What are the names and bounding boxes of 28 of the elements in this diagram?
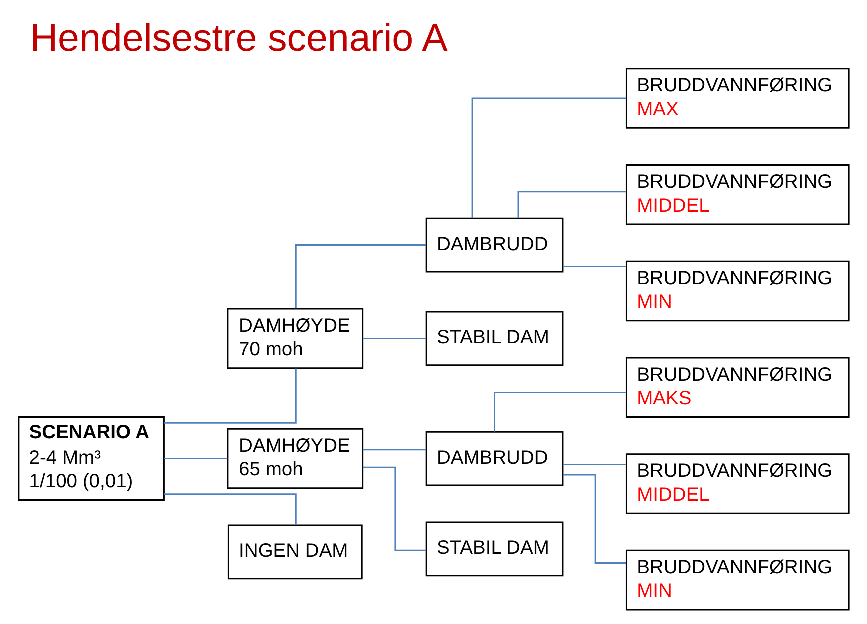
node-box: SCENARIO A 2-4 Mm³ 1/100 (0,01) bbox=[18, 416, 164, 501]
connector bbox=[164, 458, 228, 460]
node-box: BRUDDVANNFØRING MIN bbox=[625, 550, 850, 611]
node-box: BRUDDVANNFØRING MAKS bbox=[625, 357, 850, 418]
connector bbox=[562, 464, 626, 466]
node-box: STABIL DAM bbox=[425, 522, 564, 577]
connector bbox=[164, 368, 296, 424]
connector bbox=[164, 494, 296, 526]
connector bbox=[362, 466, 426, 552]
node-box: BRUDDVANNFØRING MIDDEL bbox=[625, 164, 850, 226]
node-box: BRUDDVANNFØRING MIN bbox=[625, 260, 850, 322]
node-box: STABIL DAM bbox=[425, 311, 564, 366]
node-box: INGEN DAM bbox=[227, 524, 362, 580]
connector bbox=[362, 338, 426, 340]
connector bbox=[517, 191, 626, 218]
node-box: DAMBRUDD bbox=[425, 431, 564, 486]
connector bbox=[471, 98, 626, 218]
node-box: DAMHØYDE 70 moh bbox=[226, 308, 364, 370]
node-box: BRUDDVANNFØRING MAX bbox=[625, 68, 850, 129]
connector bbox=[562, 266, 626, 268]
diagram-title: Hendelsestre scenario A bbox=[30, 16, 448, 60]
connector bbox=[562, 474, 626, 564]
node-box: DAMBRUDD bbox=[425, 218, 564, 273]
node-box: DAMHØYDE 65 moh bbox=[226, 428, 364, 490]
connector bbox=[294, 244, 426, 309]
node-box: BRUDDVANNFØRING MIDDEL bbox=[625, 454, 850, 514]
connector bbox=[362, 449, 426, 451]
connector bbox=[494, 392, 626, 432]
